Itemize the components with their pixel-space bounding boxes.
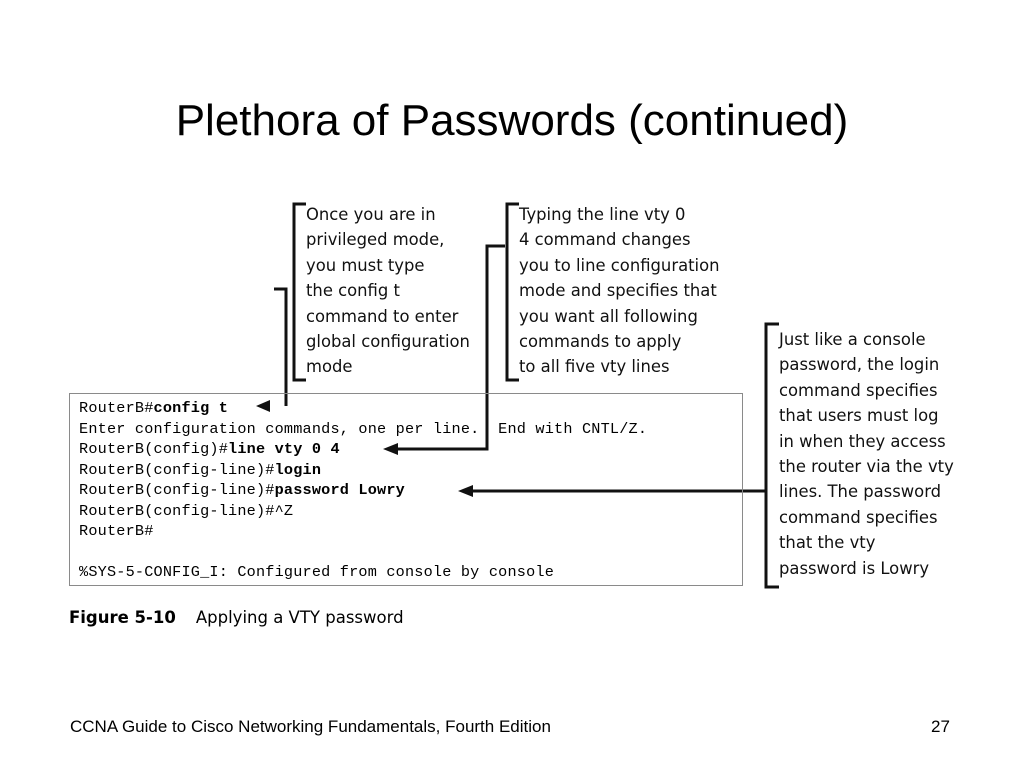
terminal-line: RouterB(config)#line vty 0 4 (79, 439, 340, 460)
callout-line: command specifies (779, 507, 938, 527)
callout-line: commands to apply (519, 332, 682, 352)
callout-line: you to line configuration (519, 255, 720, 275)
callout-line-vty: Typing the line vty 0 4 command changes … (519, 202, 720, 380)
arrowhead-line-vty (383, 443, 398, 455)
callout-bracket-config-t (292, 202, 306, 382)
callout-line: lines. The password (779, 482, 942, 502)
callout-line: the config t (306, 281, 400, 301)
callout-line: in when they access (779, 431, 946, 451)
prompt: RouterB(config)# (79, 440, 229, 458)
prompt: Enter configuration commands, one per li… (79, 419, 648, 438)
prompt: RouterB(config-line)# (79, 460, 275, 479)
callout-config-t: Once you are in privileged mode, you mus… (306, 202, 470, 380)
callout-line: you want all following (519, 306, 698, 326)
callout-line: 4 command changes (519, 230, 691, 250)
terminal-output: RouterB#config t Enter configuration com… (69, 393, 743, 586)
callout-line: mode and specifies that (519, 281, 717, 301)
callout-line: global configuration (306, 332, 470, 352)
prompt: RouterB# (79, 399, 154, 417)
figure-caption: Figure 5-10 Applying a VTY password (69, 604, 404, 632)
terminal-line: %SYS-5-CONFIG_I: Configured from console… (79, 562, 554, 583)
callout-line: command to enter (306, 306, 459, 326)
callout-line: password, the login (779, 355, 940, 375)
prompt: RouterB(config-line)#^Z (79, 501, 294, 520)
callout-line: command specifies (779, 380, 938, 400)
command: login (274, 460, 322, 479)
callout-line: you must type (306, 255, 425, 275)
footer-text: CCNA Guide to Cisco Networking Fundament… (70, 717, 551, 736)
page-number: 27 (931, 717, 950, 736)
arrowhead-config-t (256, 400, 270, 412)
prompt: %SYS-5-CONFIG_I: Configured from console… (79, 563, 555, 581)
callout-line: to all five vty lines (519, 357, 670, 377)
callout-line: password is Lowry (779, 558, 930, 578)
callout-line: mode (306, 357, 353, 377)
arrowhead-password (458, 485, 473, 497)
slide-title: Plethora of Passwords (continued) (175, 96, 849, 146)
callout-login-password: Just like a console password, the login … (779, 327, 954, 581)
callout-line: the router via the vty (779, 457, 954, 477)
callout-line: Just like a console (779, 330, 926, 349)
callout-line: Once you are in (306, 205, 436, 224)
callout-bracket-line-vty (505, 202, 519, 382)
figure-caption-text: Applying a VTY password (195, 608, 404, 627)
arrow-line-line-vty (395, 244, 505, 451)
callout-line: that users must log (779, 406, 939, 426)
callout-line: Typing the line vty 0 (519, 205, 686, 224)
figure-number: Figure 5-10 (69, 608, 176, 627)
terminal-line: RouterB#config t (79, 398, 228, 419)
prompt: RouterB# (79, 522, 154, 540)
prompt: RouterB(config-line)# (79, 481, 275, 499)
terminal-line: RouterB(config-line)#password Lowry (79, 480, 405, 501)
callout-line: privileged mode, (306, 230, 445, 250)
command: config t (153, 399, 229, 417)
command: line vty 0 4 (228, 440, 340, 458)
terminal-line: RouterB(config-line)#^Z (79, 501, 293, 522)
callout-bracket-login (764, 322, 779, 589)
command: password Lowry (274, 481, 405, 499)
callout-line: that the vty (779, 533, 876, 553)
terminal-line: Enter configuration commands, one per li… (79, 419, 647, 440)
arrow-line-config-t (274, 287, 288, 406)
terminal-line: RouterB# (79, 521, 154, 542)
terminal-line: RouterB(config-line)#login (79, 460, 321, 481)
